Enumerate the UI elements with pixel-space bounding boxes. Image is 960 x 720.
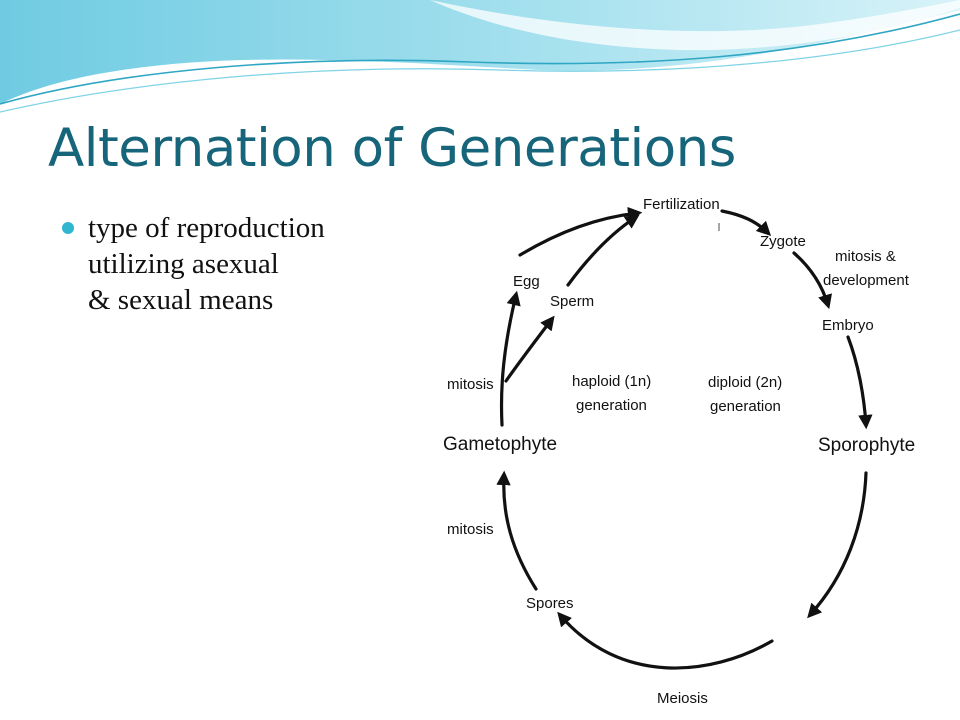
label-haploid-2: generation <box>576 397 647 414</box>
header-wave-decoration <box>0 0 960 113</box>
bullet-item: type of reproduction utilizing asexual &… <box>62 210 422 318</box>
wave-line-2 <box>0 29 960 113</box>
label-haploid-1: haploid (1n) <box>572 373 651 390</box>
arrow-zygote-to-embryo <box>792 251 832 310</box>
label-spores: Spores <box>526 595 574 612</box>
label-fertilization: Fertilization <box>643 196 720 213</box>
bullet-line-2: utilizing asexual <box>88 248 279 280</box>
label-egg: Egg <box>513 273 540 290</box>
label-sporophyte: Sporophyte <box>818 435 915 456</box>
label-mitosis-development-1: mitosis & <box>835 248 896 265</box>
arrow-egg-to-fertilization <box>518 206 643 257</box>
arrow-meiosis-to-spores <box>557 611 774 670</box>
label-diploid-1: diploid (2n) <box>708 374 782 391</box>
life-cycle-diagram: Fertilization Zygote mitosis & developme… <box>443 196 915 707</box>
bullet-line-3: & sexual means <box>88 284 274 316</box>
label-zygote: Zygote <box>760 233 806 250</box>
label-meiosis: Meiosis <box>657 690 708 707</box>
bullet-dot-icon <box>62 222 74 234</box>
arrow-sperm-to-fertilization <box>566 214 640 287</box>
label-sperm: Sperm <box>550 293 594 310</box>
wave-white-swoosh <box>430 0 960 51</box>
label-mitosis-lower: mitosis <box>447 521 494 538</box>
bullet-list: type of reproduction utilizing asexual &… <box>62 210 422 318</box>
label-mitosis-upper: mitosis <box>447 376 494 393</box>
label-mitosis-development-2: development <box>823 272 910 289</box>
arrow-sporophyte-to-meiosis <box>807 471 868 619</box>
label-gametophyte: Gametophyte <box>443 434 557 455</box>
arrow-spores-to-gametophyte <box>496 470 538 591</box>
arrow-embryo-to-sporophyte <box>846 335 873 430</box>
label-embryo: Embryo <box>822 317 874 334</box>
arrow-fertilization-to-zygote <box>720 209 772 237</box>
bullet-line-1: type of reproduction <box>88 212 325 244</box>
arrow-gametophyte-to-sperm <box>504 315 555 383</box>
wave-line-1 <box>0 13 960 105</box>
wave-fill <box>0 0 960 104</box>
label-diploid-2: generation <box>710 398 781 415</box>
arrow-gametophyte-to-egg <box>499 290 521 427</box>
slide-title: Alternation of Generations <box>48 118 736 179</box>
